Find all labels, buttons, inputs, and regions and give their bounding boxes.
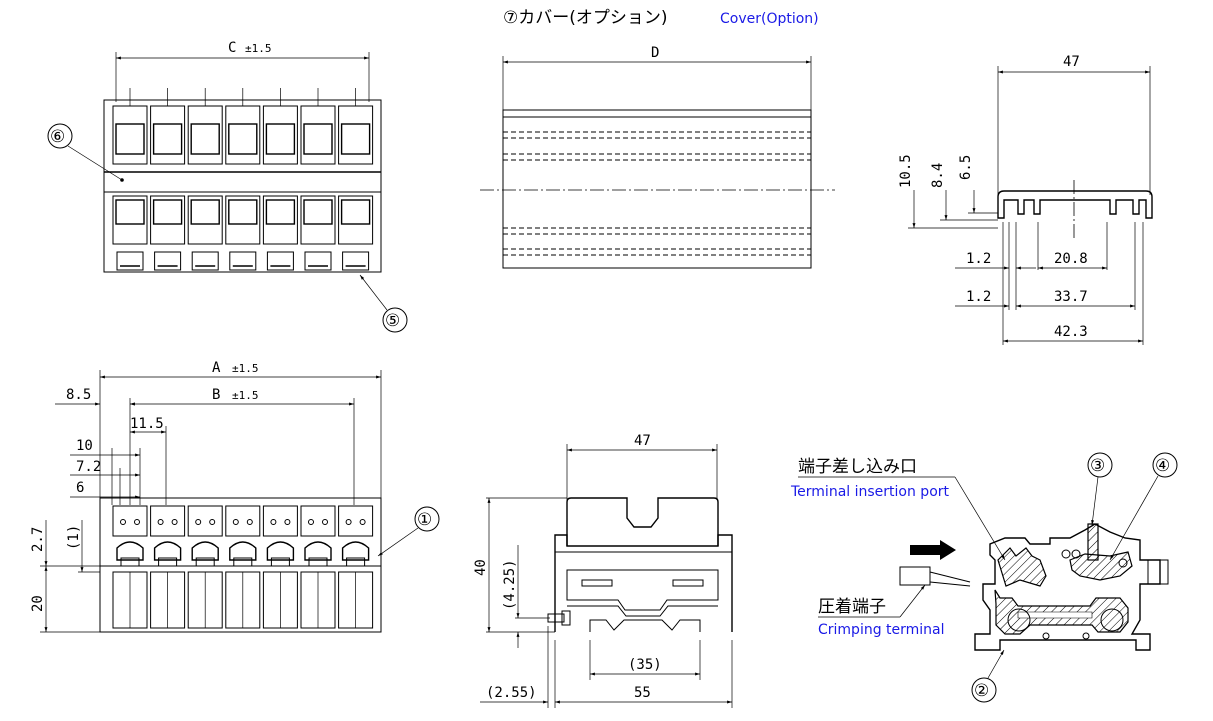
dim-a-tolerance: ±1.5: [232, 362, 259, 375]
callout-2: ②: [974, 681, 989, 701]
dim-55: 55: [634, 685, 651, 701]
dim-20-8: 20.8: [1054, 251, 1088, 267]
dim-47-end: 47: [634, 433, 651, 449]
dim-b: B: [212, 387, 220, 403]
dim-c: C: [228, 40, 236, 56]
top-terminal-cell: [187, 88, 223, 271]
cover-option-title-jp: ⑦カバー(オプション): [503, 8, 668, 28]
front-terminal-cell: [225, 505, 261, 629]
callout-4: ④: [1155, 456, 1170, 476]
dim-7-2: 7.2: [76, 459, 101, 475]
dim-33-7: 33.7: [1054, 289, 1088, 305]
dim-8-4: 8.4: [930, 163, 946, 188]
dim-2-7: 2.7: [30, 527, 46, 552]
front-terminal-cell: [262, 505, 298, 629]
dim-b-tolerance: ±1.5: [232, 389, 259, 402]
front-terminal-cell: [300, 505, 336, 629]
dim-d: D: [651, 45, 659, 61]
callout-3: ③: [1090, 456, 1105, 476]
front-terminal-cell: [112, 505, 148, 629]
dim-10: 10: [76, 438, 93, 454]
top-terminal-cell: [112, 88, 148, 271]
top-terminal-cell: [300, 88, 336, 271]
end-view: 47 40 (4.25) (35) (2.55) 55: [473, 433, 733, 708]
cover-front-view: D: [480, 45, 835, 269]
dim-2-55-paren: (2.55): [486, 685, 537, 701]
top-terminal-cell: [262, 88, 298, 271]
section-view: 端子差し込み口 Terminal insertion port 圧着端子 Cri…: [790, 452, 1178, 703]
top-view: C ±1.5 ⑥ ⑤: [47, 40, 408, 333]
dim-20: 20: [30, 595, 46, 612]
top-terminal-cell: [225, 88, 261, 271]
dim-40: 40: [473, 559, 489, 576]
dim-1-2-lower: 1.2: [966, 289, 991, 305]
dim-10-5: 10.5: [898, 154, 914, 188]
dim-11-5: 11.5: [130, 416, 164, 432]
callout-6: ⑥: [50, 127, 65, 147]
cover-option-title-en: Cover(Option): [720, 11, 819, 27]
front-terminal-cell: [338, 505, 374, 629]
dim-6-5: 6.5: [958, 155, 974, 180]
cover-side-view: 47 10.5 8.4 6.5 1.2 20.8 1.2 33.7 42.3: [898, 54, 1153, 345]
dim-35-paren: (35): [628, 657, 662, 673]
insertion-port-label-jp: 端子差し込み口: [798, 457, 917, 477]
top-terminal-cell: [338, 88, 374, 271]
insertion-port-label-en: Terminal insertion port: [790, 484, 950, 500]
callout-5: ⑤: [385, 311, 400, 331]
dim-1-paren: (1): [66, 525, 82, 550]
front-view: A ±1.5 B ±1.5 8.5 11.5 10 7.2 6 20 2.7 (…: [30, 360, 440, 633]
dim-47-cover: 47: [1063, 54, 1080, 70]
crimp-terminal-label-jp: 圧着端子: [818, 597, 886, 617]
dim-1-2-upper: 1.2: [966, 251, 991, 267]
front-terminal-cell: [187, 505, 223, 629]
crimp-terminal-label-en: Crimping terminal: [818, 622, 945, 638]
insertion-arrow-icon: [910, 540, 956, 560]
dim-42-3: 42.3: [1054, 324, 1088, 340]
top-terminal-cell: [150, 88, 186, 271]
dim-8-5: 8.5: [66, 387, 91, 403]
callout-1: ①: [417, 510, 432, 530]
dim-4-25: (4.25): [502, 559, 518, 610]
dim-6: 6: [76, 480, 84, 496]
dim-a: A: [212, 360, 221, 376]
front-terminal-cell: [150, 505, 186, 629]
dim-c-tolerance: ±1.5: [245, 42, 272, 55]
